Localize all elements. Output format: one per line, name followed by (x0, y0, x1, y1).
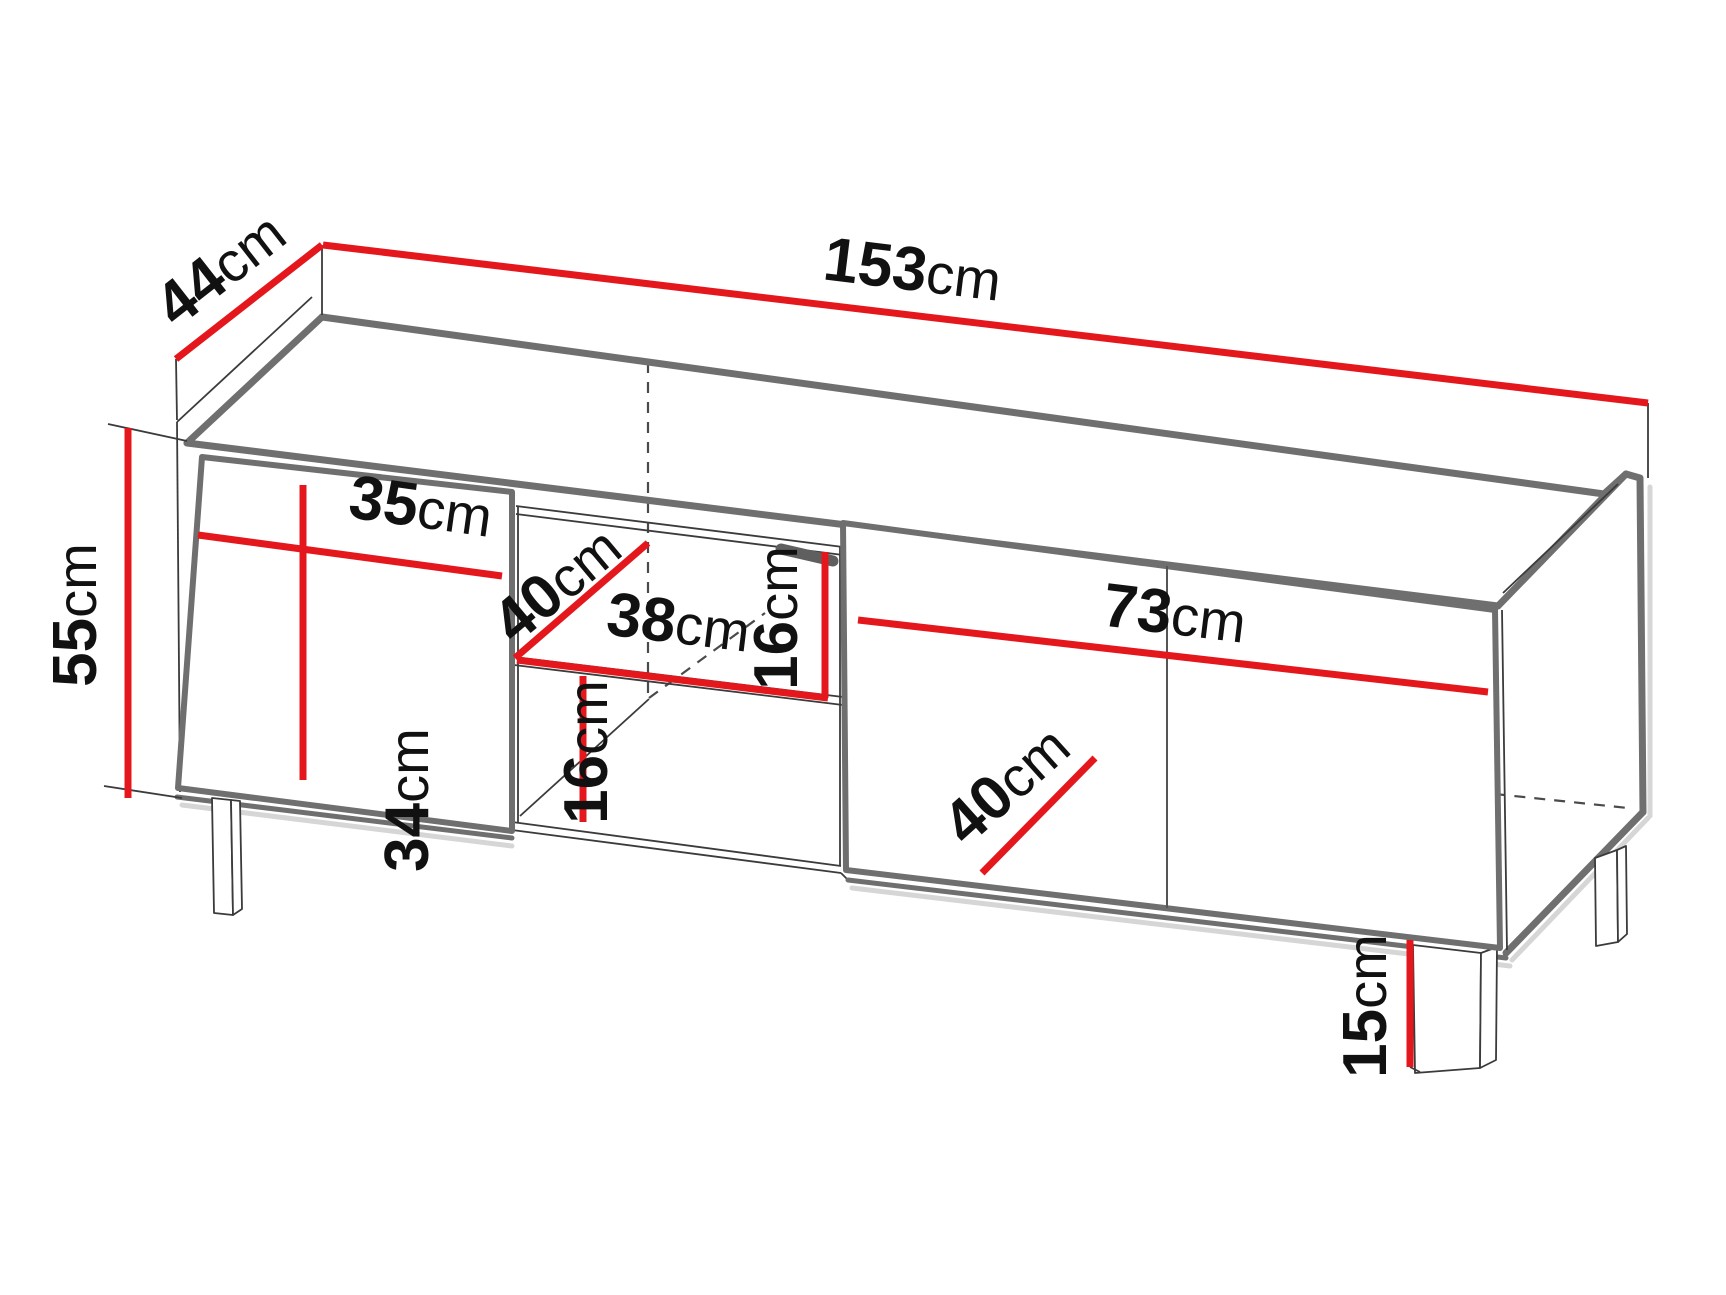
dim-line-shelf-depth (512, 540, 651, 661)
dim-line-niche-width (516, 656, 829, 702)
label-left-width: 35cm (345, 463, 497, 551)
front-right-leg (1412, 944, 1482, 1074)
dim-line-total-depth (173, 242, 325, 362)
label-total-width: 153cm (820, 225, 1005, 315)
back-right-leg (1594, 849, 1619, 947)
label-right-width: 73cm (1099, 571, 1250, 657)
dim-line-right-width (857, 616, 1489, 696)
dimension-lines (124, 241, 1649, 1067)
label-niche-width: 38cm (603, 580, 754, 666)
label-leg-height: 15cm (1331, 934, 1400, 1078)
dim-line-left-width (197, 531, 503, 580)
dim-line-total-width (322, 241, 1649, 407)
right-door (840, 520, 1503, 951)
label-niche-top: 16cm (742, 546, 811, 690)
doors (175, 454, 1503, 951)
label-total-height: 55cm (41, 543, 110, 687)
dim-line-right-depth (979, 755, 1098, 876)
front-left-leg (211, 797, 234, 916)
left-door (175, 454, 515, 834)
legs (211, 797, 1628, 1074)
dimension-extension-lines (103, 245, 1649, 1073)
label-total-depth: 44cm (143, 197, 299, 340)
label-left-height: 34cm (373, 728, 442, 872)
label-niche-bottom: 16cm (552, 680, 621, 824)
